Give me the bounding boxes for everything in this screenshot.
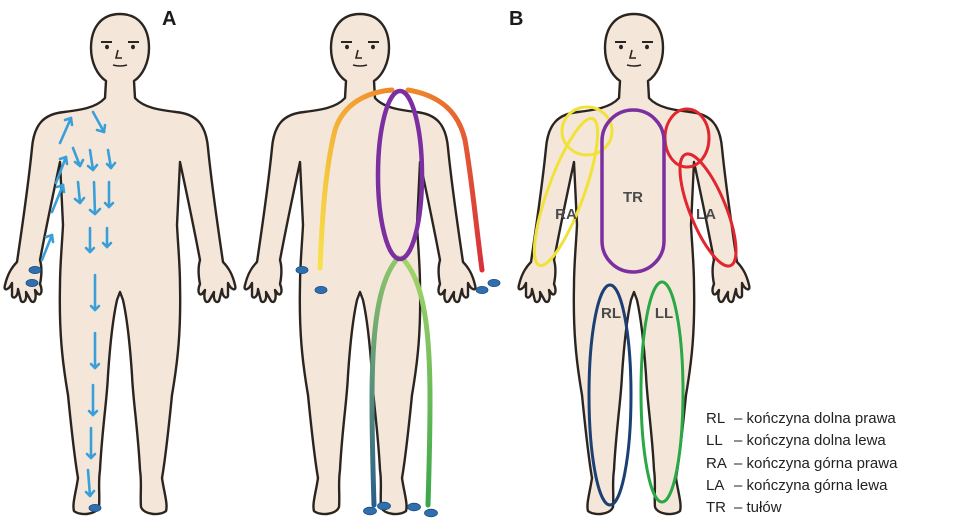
legend-code: RA <box>706 453 734 475</box>
legend-text: – tułów <box>734 499 782 516</box>
legend-row: RL– kończyna dolna prawa <box>706 408 897 430</box>
legend-row: LA– kończyna górna lewa <box>706 475 897 497</box>
legend-row: RA– kończyna górna prawa <box>706 453 897 475</box>
label-ra: RA <box>555 206 577 223</box>
legend-text: – kończyna górna prawa <box>734 455 897 472</box>
legend-text: – kończyna dolna lewa <box>734 432 886 449</box>
legend-code: TR <box>706 497 734 519</box>
legend-text: – kończyna górna lewa <box>734 477 887 494</box>
panel-label-a: A <box>162 8 176 31</box>
panel-label-b: B <box>509 8 523 31</box>
label-ll: LL <box>655 305 673 322</box>
body-figure-b <box>245 14 476 514</box>
label-tr: TR <box>623 189 643 206</box>
legend-code: RL <box>706 408 734 430</box>
legend-code: LA <box>706 475 734 497</box>
legend-row: LL– kończyna dolna lewa <box>706 430 897 452</box>
legend: RL– kończyna dolna prawa LL– kończyna do… <box>706 408 897 519</box>
legend-code: LL <box>706 430 734 452</box>
label-la: LA <box>696 206 716 223</box>
label-rl: RL <box>601 305 621 322</box>
body-figure-a <box>5 14 236 514</box>
legend-row: TR– tułów <box>706 497 897 519</box>
legend-text: – kończyna dolna prawa <box>734 410 896 427</box>
